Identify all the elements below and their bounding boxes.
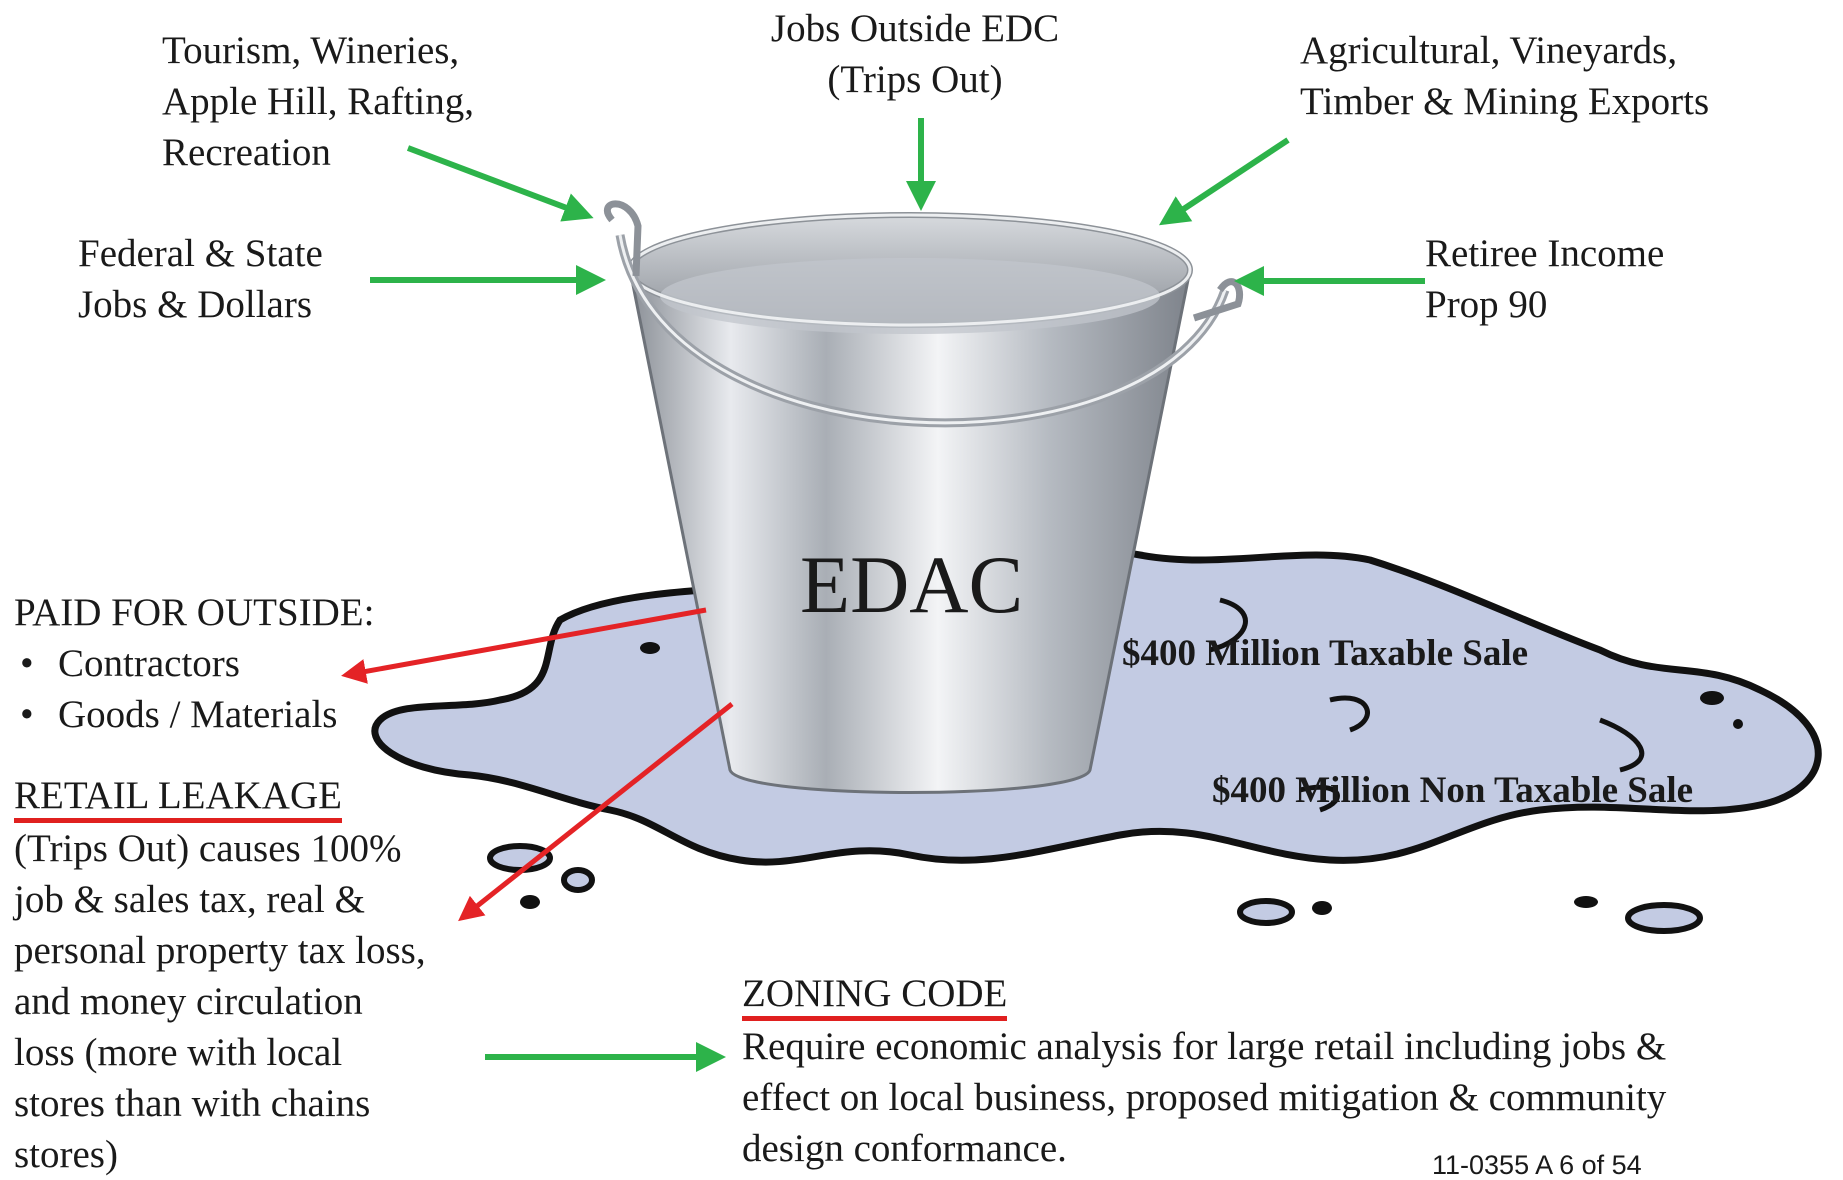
paid-outside-list: Contractors Goods / Materials: [14, 638, 374, 740]
label-taxable-sale: $400 Million Taxable Sale: [1122, 633, 1529, 674]
label-non-taxable-sale: $400 Million Non Taxable Sale: [1212, 770, 1694, 811]
outflow-arrow-paid-outside: [341, 607, 707, 684]
list-item: Contractors: [14, 638, 374, 689]
zoning-code-heading: ZONING CODE: [742, 972, 1008, 1021]
label-jobs-outside: Jobs Outside EDC(Trips Out): [770, 7, 1060, 101]
zoning-code-section: ZONING CODE Require economic analysis fo…: [742, 972, 1667, 1170]
page-reference: 11-0355 A 6 of 54: [1432, 1150, 1642, 1180]
paid-outside-heading: PAID FOR OUTSIDE:: [14, 591, 375, 634]
bucket: [603, 200, 1243, 794]
paid-outside-section: PAID FOR OUTSIDE: Contractors Goods / Ma…: [14, 587, 374, 740]
label-agricultural: Agricultural, Vineyards,Timber & Mining …: [1300, 29, 1710, 123]
retail-leakage-section: RETAIL LEAKAGE (Trips Out) causes 100% j…: [14, 774, 426, 1176]
inflow-arrow-agricultural: [1158, 137, 1290, 226]
retail-leakage-heading: RETAIL LEAKAGE: [14, 774, 342, 823]
outflow-arrow-retail-leakage: [458, 702, 734, 922]
bucket-label: EDAC: [800, 539, 1024, 630]
label-tourism: Tourism, Wineries,Apple Hill, Rafting,Re…: [162, 29, 474, 174]
list-item: Goods / Materials: [14, 689, 374, 740]
inflow-arrow-tourism: [406, 145, 594, 222]
